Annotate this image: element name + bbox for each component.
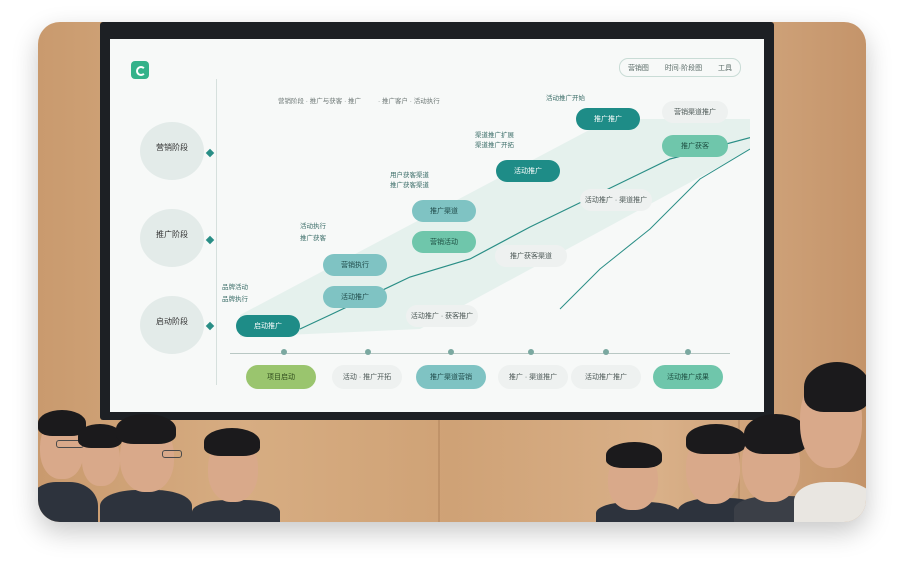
slide-note: 用户获客渠道 (390, 172, 429, 179)
flow-step-pill: 营销活动 (412, 231, 476, 253)
timeline-pill: 活动 · 推广开拓 (332, 365, 402, 389)
photo: 营销图 时间·阶段图 工具 营销阶段 · 推广与获客 · 推广 · 推广客户 ·… (38, 22, 866, 522)
slide-note: 渠道推广开拓 (475, 142, 514, 149)
person-body (794, 482, 866, 522)
stage-label: 启动阶段 (156, 317, 188, 326)
person-hair (78, 424, 122, 448)
person-hair (744, 414, 808, 454)
timeline-tick (281, 349, 287, 355)
timeline-pill: 项目启动 (246, 365, 316, 389)
axis-vertical (216, 79, 217, 385)
timeline-pill: 推广 · 渠道推广 (498, 365, 568, 389)
slide-note: 渠道推广扩展 (475, 132, 514, 139)
person-body (596, 502, 680, 522)
stage-marker-icon (205, 235, 215, 245)
person-hair (204, 428, 260, 456)
stage-circle: 推广阶段 (140, 209, 204, 267)
outcome-pill: 推广获客渠道 (495, 245, 567, 267)
app-logo-icon (131, 61, 149, 79)
audience (38, 362, 866, 522)
slide-note: 营销阶段 · 推广与获客 · 推广 (278, 98, 362, 105)
timeline-tick (365, 349, 371, 355)
header-pill-item: 时间·阶段图 (664, 64, 703, 72)
timeline-pill: 活动推广推广 (571, 365, 641, 389)
person-body (38, 482, 98, 522)
flow-step-pill: 活动推广 (496, 160, 560, 182)
glasses-icon (162, 450, 182, 458)
slide-note: 活动执行 (300, 223, 326, 230)
outcome-pill: 活动推广 · 渠道推广 (580, 189, 652, 211)
timeline-pill: 活动推广成果 (653, 365, 723, 389)
slide-note: 推广获客 (300, 235, 326, 242)
slide-note: 品牌活动 (222, 284, 248, 291)
stage-circle: 营销阶段 (140, 122, 204, 180)
flow-step-pill: 推广推广 (576, 108, 640, 130)
person-hair (606, 442, 662, 468)
slide-note: · 推广客户 · 活动执行 (378, 98, 440, 105)
tv-display: 营销图 时间·阶段图 工具 营销阶段 · 推广与获客 · 推广 · 推广客户 ·… (100, 22, 774, 420)
presentation-slide: 营销图 时间·阶段图 工具 营销阶段 · 推广与获客 · 推广 · 推广客户 ·… (110, 39, 764, 412)
stage-marker-icon (205, 148, 215, 158)
outcome-pill: 营销渠道推广 (662, 101, 728, 123)
timeline-axis (230, 353, 730, 354)
flow-step-pill: 启动推广 (236, 315, 300, 337)
person-hair (804, 362, 866, 412)
stage-label: 营销阶段 (156, 143, 188, 152)
stage-marker-icon (205, 321, 215, 331)
outcome-pill: 活动推广 · 获客推广 (406, 305, 478, 327)
flow-band (240, 119, 750, 337)
person-hair (116, 414, 176, 444)
timeline-tick (603, 349, 609, 355)
person-body (100, 490, 192, 522)
stage-circle: 启动阶段 (140, 296, 204, 354)
person-hair (686, 424, 746, 454)
slide-note: 活动推广开始 (546, 95, 585, 102)
flow-step-pill: 营销执行 (323, 254, 387, 276)
header-pill-item: 工具 (718, 64, 733, 72)
slide-note: 推广获客渠道 (390, 182, 429, 189)
timeline-pill: 推广渠道营销 (416, 365, 486, 389)
stage-label: 推广阶段 (156, 230, 188, 239)
slide-note: 品牌执行 (222, 296, 248, 303)
flow-step-pill: 推广渠道 (412, 200, 476, 222)
outcome-pill: 推广获客 (662, 135, 728, 157)
timeline-tick (528, 349, 534, 355)
timeline-tick (448, 349, 454, 355)
header-pill-item: 营销图 (627, 64, 649, 72)
person-body (192, 500, 280, 522)
flow-step-pill: 活动推广 (323, 286, 387, 308)
timeline-tick (685, 349, 691, 355)
slide-header-pill: 营销图 时间·阶段图 工具 (619, 58, 741, 77)
